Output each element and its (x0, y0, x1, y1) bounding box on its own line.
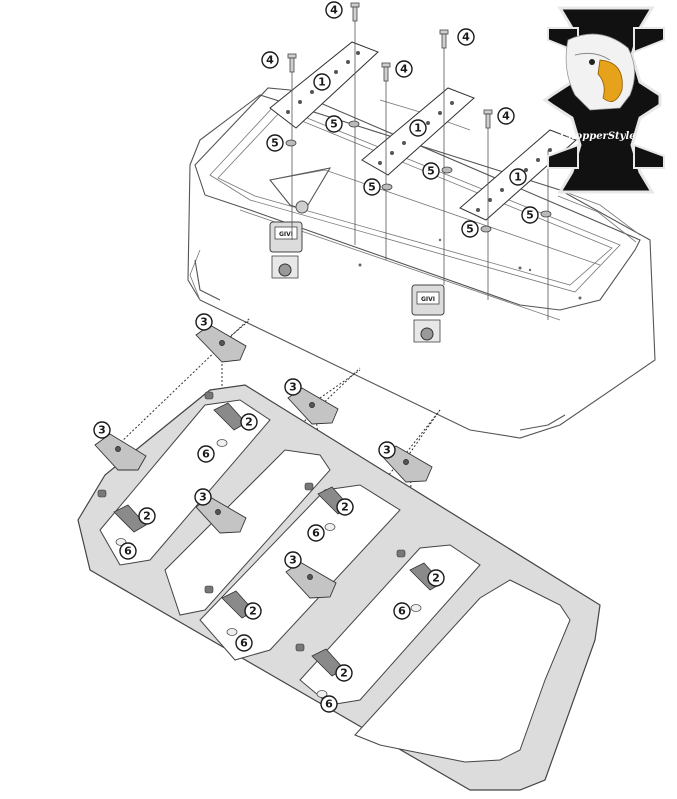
screw-4 (439, 29, 449, 49)
callout-label: 1 (414, 122, 422, 135)
callout-washer: 5 (266, 134, 284, 152)
callout-label: 2 (245, 416, 253, 429)
callout-screw: 4 (325, 1, 343, 19)
callout-nut: 6 (307, 524, 325, 542)
callout-bracket: 3 (378, 441, 396, 459)
callout-nut: 6 (320, 695, 338, 713)
washers (285, 120, 552, 233)
chopperstyle-logo: ChopperStyle.sk (542, 6, 665, 194)
callout-nut: 6 (235, 634, 253, 652)
callout-nut: 6 (119, 542, 137, 560)
screw-5 (483, 109, 493, 129)
callout-label: 6 (202, 448, 210, 461)
callout-label: 6 (312, 527, 320, 540)
callout-label: 4 (266, 54, 274, 67)
callout-label: 2 (143, 510, 151, 523)
screw-2 (350, 2, 360, 22)
callout-washer: 5 (325, 115, 343, 133)
callout-label: 5 (466, 223, 474, 236)
callout-label: 5 (368, 181, 376, 194)
eagle-icon (565, 33, 635, 111)
callout-bracket: 3 (284, 551, 302, 569)
rack-frame (77, 384, 601, 791)
callout-label: 4 (462, 31, 470, 44)
callout-label: 4 (502, 110, 510, 123)
callout-label: 3 (199, 491, 207, 504)
callout-clamp: 2 (427, 569, 445, 587)
callout-bracket: 3 (194, 488, 212, 506)
callout-label: 1 (514, 171, 522, 184)
latch-right-label: GIVI (421, 296, 435, 303)
callout-screw: 4 (457, 28, 475, 46)
top-case: GIVI GIVI (187, 87, 656, 439)
callout-label: 3 (200, 316, 208, 329)
latch-right: GIVI (411, 284, 445, 343)
callout-bracket: 3 (195, 313, 213, 331)
callout-label: 5 (330, 118, 338, 131)
callout-washer: 5 (422, 162, 440, 180)
callout-label: 3 (98, 424, 106, 437)
callout-washer: 5 (521, 206, 539, 224)
callout-screw: 4 (261, 51, 279, 69)
callout-plate: 1 (509, 168, 527, 186)
callout-label: 5 (526, 209, 534, 222)
latch-left-label: GIVI (279, 231, 293, 238)
callout-label: 1 (318, 76, 326, 89)
assembly-guides (291, 21, 549, 320)
callout-label: 2 (341, 501, 349, 514)
callout-label: 4 (330, 4, 338, 17)
callout-label: 2 (432, 572, 440, 585)
callout-screw: 4 (497, 107, 515, 125)
callout-clamp: 2 (244, 602, 262, 620)
screw-3 (381, 62, 391, 82)
callout-clamp: 2 (335, 664, 353, 682)
callout-screw: 4 (395, 60, 413, 78)
bracket-2 (94, 433, 147, 471)
callout-nut: 6 (393, 602, 411, 620)
callout-washer: 5 (363, 178, 381, 196)
callout-label: 2 (249, 605, 257, 618)
callout-clamp: 2 (240, 413, 258, 431)
callout-label: 3 (383, 444, 391, 457)
callout-label: 5 (271, 137, 279, 150)
callout-label: 6 (124, 545, 132, 558)
callout-label: 3 (289, 381, 297, 394)
callout-clamp: 2 (336, 498, 354, 516)
callout-plate: 1 (409, 119, 427, 137)
latch-left: GIVI (269, 221, 303, 279)
callout-nut: 6 (197, 445, 215, 463)
callout-plate: 1 (313, 73, 331, 91)
callout-label: 5 (427, 165, 435, 178)
brackets (94, 324, 433, 599)
callout-label: 3 (289, 554, 297, 567)
callout-label: 4 (400, 63, 408, 76)
callout-bracket: 3 (284, 378, 302, 396)
screw-1 (287, 53, 297, 73)
logo-text: ChopperStyle.sk (560, 131, 651, 142)
callout-label: 6 (325, 698, 333, 711)
callout-clamp: 2 (138, 507, 156, 525)
callout-bracket: 3 (93, 421, 111, 439)
callout-label: 2 (340, 667, 348, 680)
callout-washer: 5 (461, 220, 479, 238)
callout-label: 6 (240, 637, 248, 650)
callout-label: 6 (398, 605, 406, 618)
nuts (115, 439, 422, 698)
